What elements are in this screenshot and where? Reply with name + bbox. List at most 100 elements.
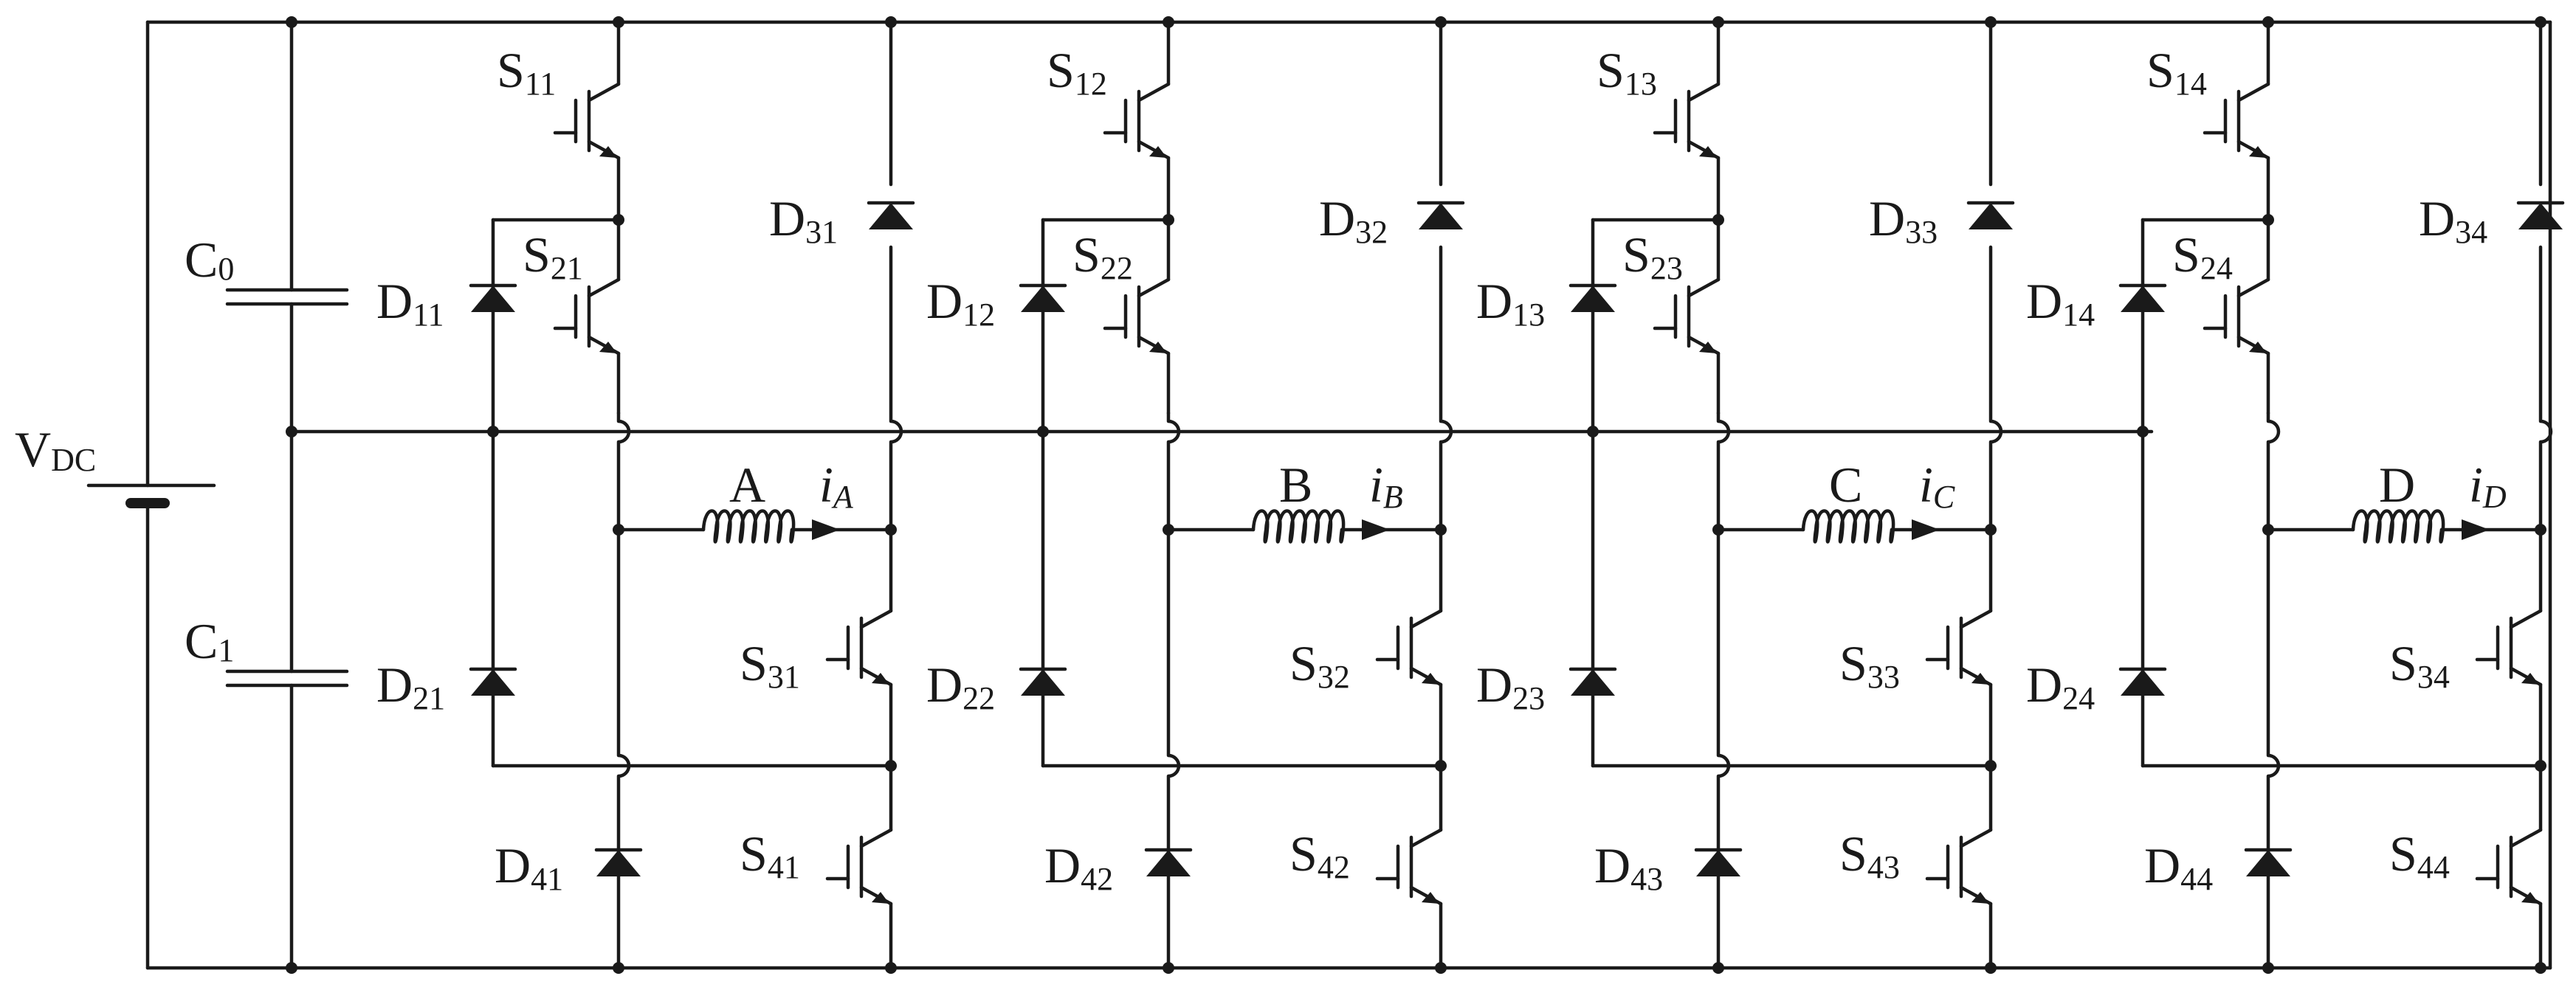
c0-label: C0 [185, 232, 234, 288]
diode-label: D23 [1476, 657, 1545, 716]
diode-label-prefix: D [1476, 657, 1512, 713]
inductor-coil [1801, 509, 1895, 544]
switch-label-prefix: S [2389, 635, 2417, 691]
junction-node [1435, 760, 1447, 772]
current-symbol: i [819, 457, 833, 513]
junction-node [1712, 962, 1724, 974]
igbt-arrow-icon [1699, 342, 1717, 353]
diode-icon [2121, 286, 2165, 312]
switch-label: S24 [2172, 226, 2233, 286]
switch-label-prefix: S [2172, 226, 2200, 283]
vdc-label: VDC [15, 421, 96, 478]
igbt-collector [1959, 828, 1993, 848]
junction-node [885, 760, 897, 772]
switch-label-prefix: S [740, 635, 768, 691]
diode-label: D12 [926, 273, 995, 333]
diode-label: D21 [376, 657, 445, 716]
switch-label: S23 [1622, 226, 1683, 286]
diode-label-prefix: D [1594, 837, 1630, 893]
wire [1439, 245, 1453, 532]
current-arrow-icon [1362, 519, 1390, 540]
diode-icon [471, 669, 515, 696]
diode-label: D43 [1594, 837, 1663, 897]
diode-label-index: 11 [413, 297, 444, 333]
diode-icon [1021, 286, 1065, 312]
diode-label: D34 [2419, 190, 2487, 250]
wire [889, 245, 903, 532]
diode-icon [1571, 669, 1615, 696]
igbt-arrow-icon [1422, 673, 1439, 685]
igbt-collector [859, 609, 893, 629]
junction-node [1037, 426, 1049, 437]
diode-label-index: 33 [1905, 214, 1938, 250]
switch-label: S33 [1839, 635, 1900, 695]
switch-label-index: 34 [2417, 659, 2450, 695]
wire [616, 411, 631, 970]
inductor-coil [701, 509, 796, 544]
igbt-collector [2509, 828, 2543, 848]
junction-node [1587, 426, 1599, 437]
current-label: iA [819, 457, 854, 515]
switch-label-index: 13 [1625, 66, 1657, 102]
igbt-arrow-icon [599, 146, 617, 158]
diode-label-prefix: D [769, 190, 805, 246]
switch-label-index: 43 [1867, 849, 1900, 885]
current-subscript: D [2482, 479, 2507, 515]
igbt-collector [1687, 277, 1721, 298]
igbt-collector [2509, 609, 2543, 629]
switch-label: S44 [2389, 826, 2450, 885]
igbt-collector [859, 828, 893, 848]
diode-label-prefix: D [1044, 837, 1081, 893]
load-label: D [2379, 457, 2415, 513]
capacitor-bank: C0 C1 [185, 16, 349, 974]
igbt-collector [587, 277, 621, 298]
diode-label: D11 [376, 273, 444, 333]
igbt-collector [1137, 82, 1171, 103]
switch-label-index: 22 [1101, 250, 1133, 286]
inductor-coil [1251, 509, 1346, 544]
igbt-arrow-icon [2249, 146, 2267, 158]
switch-label: S41 [740, 826, 800, 885]
diode-label: D44 [2144, 837, 2213, 897]
diode-icon [2246, 850, 2290, 876]
diode-label-index: 41 [531, 861, 563, 897]
junction-node [2262, 962, 2274, 974]
c1-label: C1 [185, 613, 234, 669]
switch-label: S13 [1597, 42, 1657, 102]
diode-label-prefix: D [926, 657, 962, 713]
wire [1166, 411, 1181, 970]
igbt-collector [1137, 277, 1171, 298]
current-arrow-icon [812, 519, 840, 540]
current-symbol: i [2469, 457, 2483, 513]
switch-label-prefix: S [1047, 42, 1075, 98]
junction-node [487, 426, 499, 437]
junction-node [1985, 16, 1997, 28]
current-symbol: i [1919, 457, 1933, 513]
switch-label: S34 [2389, 635, 2450, 695]
diode-label: D13 [1476, 273, 1545, 333]
diode-label-prefix: D [2026, 273, 2062, 329]
junction-node [2137, 426, 2149, 437]
junction-node [613, 214, 624, 226]
diode-icon [1021, 669, 1065, 696]
switch-label: S22 [1072, 226, 1133, 286]
junction-node [2535, 760, 2546, 772]
igbt-collector [2236, 277, 2270, 298]
switch-label-index: 14 [2174, 66, 2207, 102]
igbt-collector [1409, 828, 1443, 848]
diode-label-prefix: D [376, 273, 413, 329]
junction-node [1163, 16, 1174, 28]
junction-node [2262, 214, 2274, 226]
switch-label-index: 44 [2417, 849, 2450, 885]
junction-node [1163, 962, 1174, 974]
diode-icon [2518, 203, 2563, 229]
igbt-collector [1409, 609, 1443, 629]
switch-label-index: 11 [525, 66, 556, 102]
diode-label-index: 23 [1512, 680, 1545, 716]
igbt-arrow-icon [1149, 146, 1167, 158]
junction-node [1435, 962, 1447, 974]
